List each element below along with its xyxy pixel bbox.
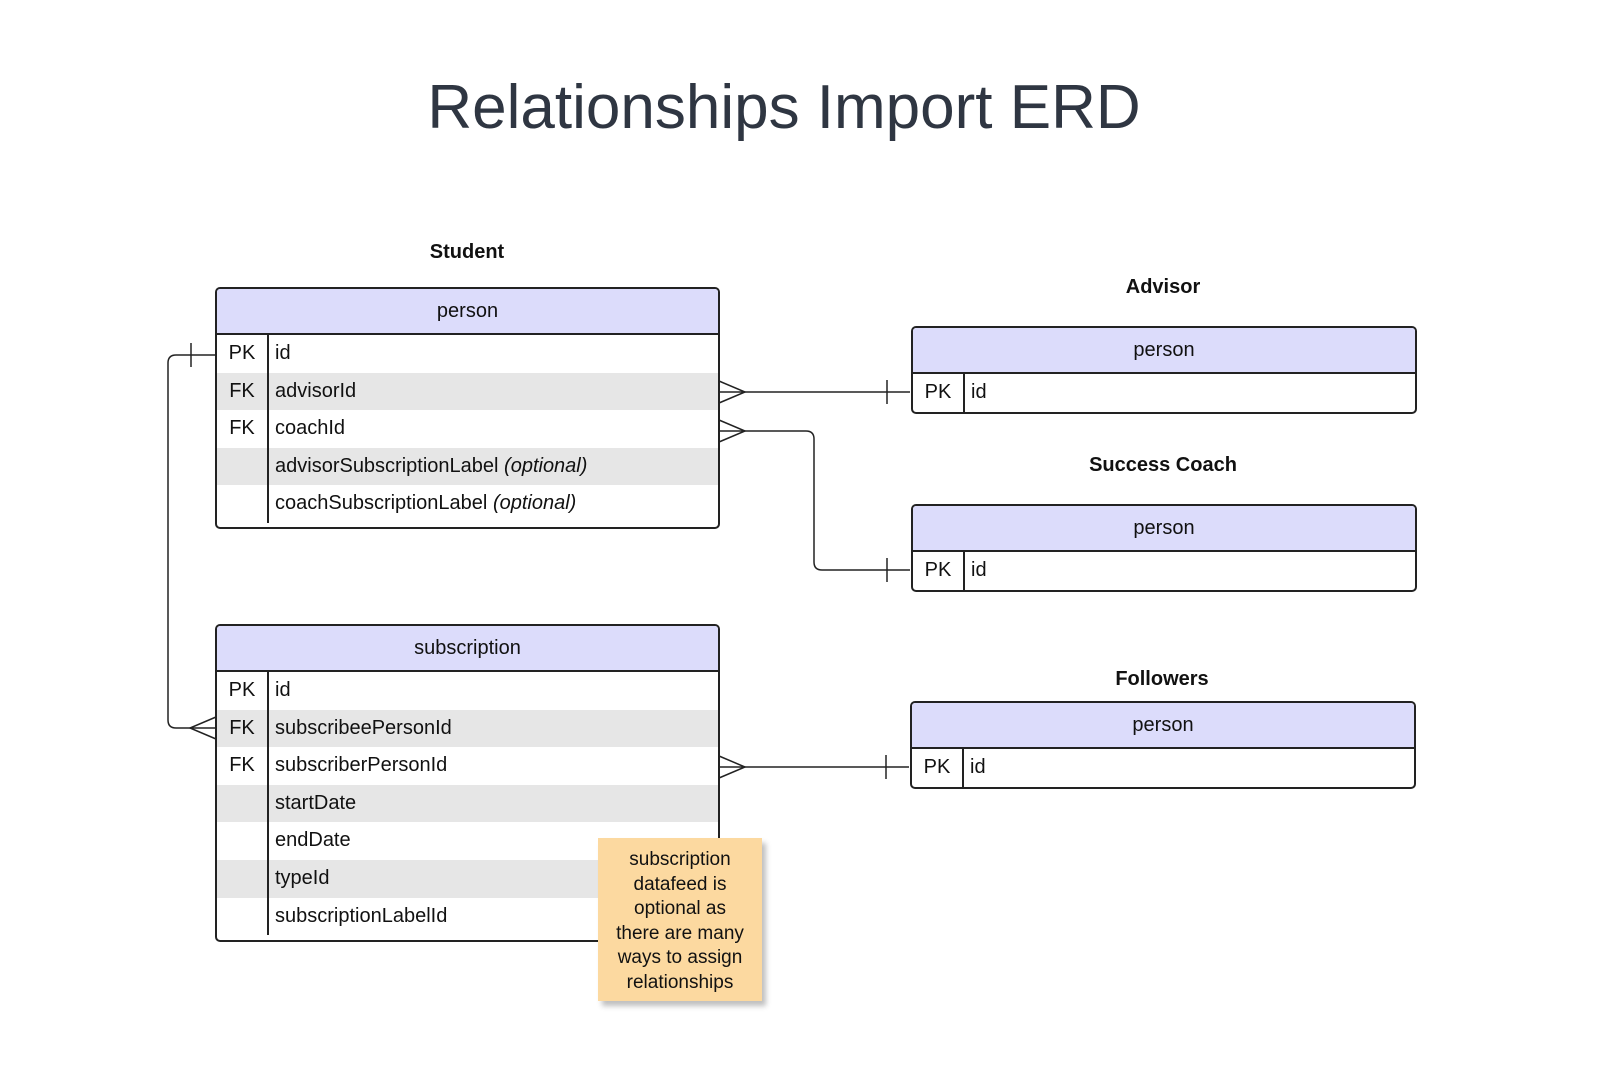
field-name: coachSubscriptionLabel [275,492,488,515]
key-cell: PK [217,672,269,710]
key-cell [217,822,269,860]
followers-label: Followers [1115,668,1209,690]
table-row: FK subscriberPersonId [217,747,718,785]
connector-subscribee [167,343,217,740]
field-cell: id [971,559,987,581]
field-cell: advisorSubscriptionLabel (optional) [269,448,587,486]
field-cell: coachId [269,410,345,448]
advisor-person-table: person PK id [911,326,1417,414]
table-row: subscriptionLabelId [217,897,718,936]
field-name: id [275,342,291,364]
field-name: advisorSubscriptionLabel [275,454,499,477]
success-coach-label: Success Coach [1089,454,1237,476]
key-cell: FK [217,747,269,785]
optional-note: (optional) [492,492,577,515]
table-row: coachSubscriptionLabel (optional) [217,485,718,523]
field-cell: endDate [275,829,351,852]
subscription-table: subscription PK id FK subscribeePersonId… [215,624,720,942]
field-name: coachId [275,417,346,440]
table-row: PK id [217,335,718,373]
student-label: Student [429,241,505,263]
note-line: there are many [616,922,744,944]
key-cell: PK [913,552,965,590]
page-title: Relationships Import ERD [427,73,1141,142]
followers-person-table: person PK id [910,701,1416,789]
field-cell: subscriberPersonId [275,754,448,777]
field-cell: subscribeePersonId [275,716,452,739]
table-row: PK id [913,374,1415,412]
advisor-person-header: person [913,328,1415,374]
optional-note: (optional) [504,454,588,477]
field-cell: typeId [275,866,330,889]
field-cell: id [971,381,987,403]
key-cell: FK [217,372,269,411]
note-line: ways to assign [617,947,743,968]
note-line: optional as [634,898,726,919]
table-row: advisorSubscriptionLabel (optional) [217,447,718,486]
success-coach-person-table: person PK id [911,504,1417,592]
note-line: relationships [626,971,734,993]
note-line: subscription [629,849,731,870]
key-cell [217,784,269,823]
key-cell [217,897,269,936]
table-row: FK advisorId [217,372,718,411]
field-cell: advisorId [269,373,356,411]
key-cell: FK [217,410,269,448]
connector-advisor [718,380,910,404]
connector-followers [718,755,909,779]
table-row: PK id [912,749,1414,787]
field-cell: id [275,679,291,701]
key-cell: FK [217,709,269,748]
table-row: PK id [913,552,1415,590]
field-cell: coachSubscriptionLabel (optional) [269,485,576,523]
note-line: datafeed is [633,873,727,895]
table-row: FK coachId [217,410,718,448]
field-cell: subscriptionLabelId [275,904,448,927]
key-cell: PK [912,749,964,787]
connector-success-coach [718,419,910,582]
subscription-header: subscription [217,626,718,672]
field-cell: id [269,335,291,373]
table-row: PK id [217,672,718,710]
followers-person-header: person [912,703,1414,749]
key-cell [217,447,269,486]
table-row: endDate [217,822,718,860]
sticky-note: subscription datafeed is optional as the… [598,838,762,1001]
key-cell: PK [217,335,269,373]
advisor-label: Advisor [1125,276,1201,298]
field-cell: startDate [275,791,357,814]
student-person-table: person PK id FK advisorId FK coachId adv… [215,287,720,529]
key-cell: PK [913,374,965,412]
key-cell [217,485,269,523]
field-name: advisorId [275,379,357,402]
table-row: startDate [217,784,718,823]
success-coach-person-header: person [913,506,1415,552]
student-person-header: person [217,289,718,335]
field-cell: id [970,756,986,778]
table-row: FK subscribeePersonId [217,709,718,748]
key-cell [217,859,269,898]
